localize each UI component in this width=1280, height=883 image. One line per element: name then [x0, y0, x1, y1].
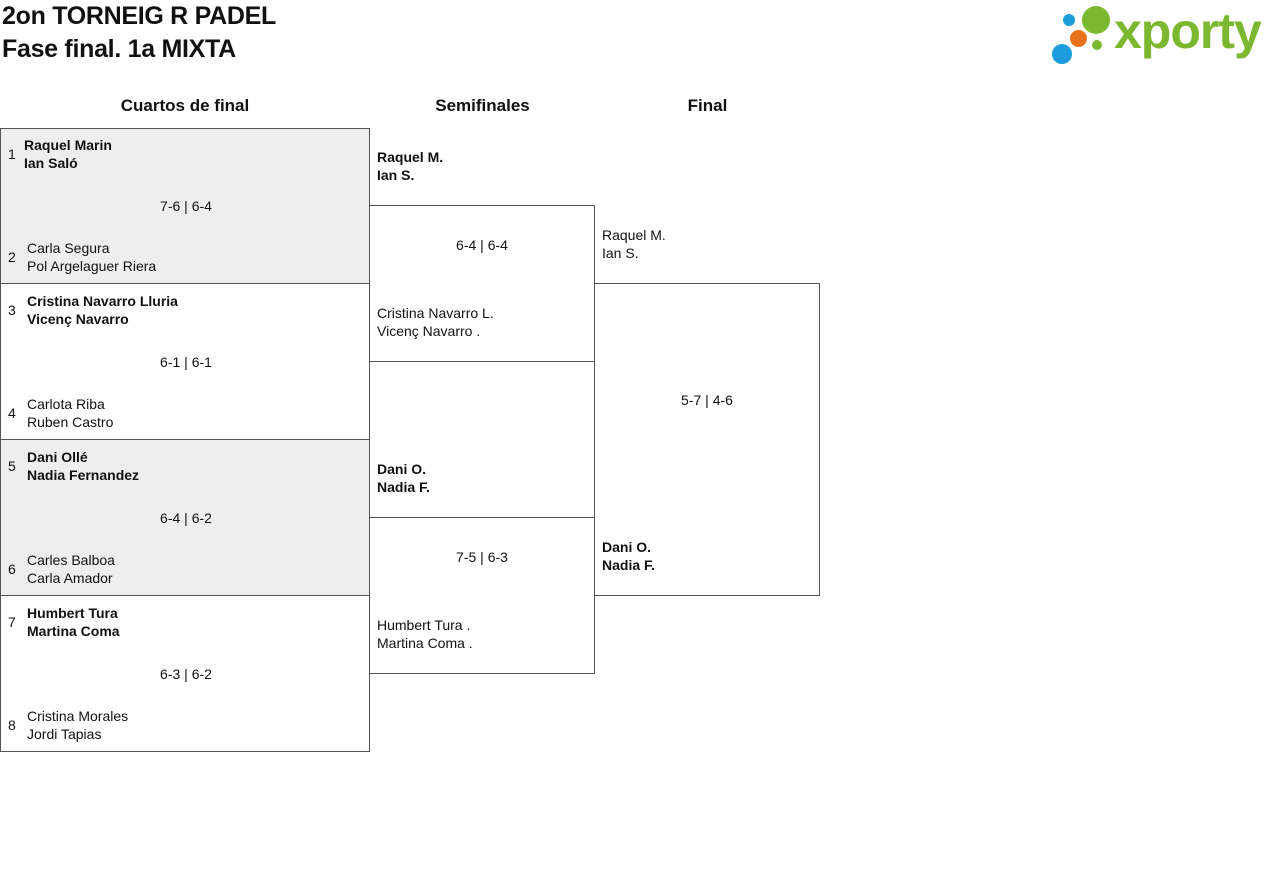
phase-title: Fase final. 1a MIXTA: [2, 35, 236, 63]
final-team-a: Raquel M. Ian S.: [602, 226, 666, 262]
player-name: Carlota Riba: [27, 396, 105, 412]
player-name: Vicenç Navarro: [27, 311, 129, 327]
semifinal-match-2: 7-5 | 6-3 Humbert Tura . Martina Coma .: [369, 517, 595, 674]
team-winner: Dani Ollé Nadia Fernandez: [27, 448, 139, 484]
team-winner: Raquel Marin Ian Saló: [24, 136, 112, 172]
quarterfinal-match-4: 7 Humbert Tura Martina Coma 6-3 | 6-2 8 …: [0, 595, 370, 752]
seed-number: 2: [8, 249, 16, 265]
player-name: Ian S.: [602, 245, 639, 261]
player-name: Cristina Navarro Lluria: [27, 293, 178, 309]
tournament-title: 2on TORNEIG R PADEL: [2, 2, 276, 30]
player-name: Martina Coma: [27, 623, 120, 639]
column-header-quarterfinals: Cuartos de final: [120, 96, 250, 115]
logo-dot-blue: [1052, 44, 1072, 64]
team-loser: Carlota Riba Ruben Castro: [27, 395, 113, 431]
semifinal-1-team-b: Cristina Navarro L. Vicenç Navarro .: [377, 304, 494, 340]
team-loser: Carla Segura Pol Argelaguer Riera: [27, 239, 156, 275]
seed-number: 5: [8, 458, 16, 474]
player-name: Raquel M.: [377, 149, 444, 165]
player-name: Carla Amador: [27, 570, 113, 586]
team-winner: Humbert Tura Martina Coma: [27, 604, 120, 640]
logo-dot-blue-small: [1063, 14, 1075, 26]
final-team-b: Dani O. Nadia F.: [602, 538, 655, 574]
match-score: 7-5 | 6-3: [456, 549, 508, 565]
player-name: Carla Segura: [27, 240, 110, 256]
player-name: Raquel M.: [602, 227, 666, 243]
semifinal-1-team-a: Raquel M. Ian S.: [377, 148, 443, 184]
match-score: 6-4 | 6-2: [160, 510, 212, 526]
seed-number: 3: [8, 302, 16, 318]
player-name: Carles Balboa: [27, 552, 115, 568]
logo-dot-green-small: [1092, 40, 1102, 50]
seed-number: 1: [8, 146, 16, 162]
player-name: Dani Ollé: [27, 449, 88, 465]
seed-number: 8: [8, 717, 16, 733]
column-header-final: Final: [687, 96, 728, 115]
quarterfinal-match-1: 1 Raquel Marin Ian Saló 7-6 | 6-4 2 Carl…: [0, 128, 370, 284]
player-name: Dani O.: [602, 539, 652, 555]
quarterfinal-match-2: 3 Cristina Navarro Lluria Vicenç Navarro…: [0, 283, 370, 440]
match-score: 6-3 | 6-2: [160, 666, 212, 682]
team-winner: Cristina Navarro Lluria Vicenç Navarro: [27, 292, 178, 328]
quarterfinal-match-3: 5 Dani Ollé Nadia Fernandez 6-4 | 6-2 6 …: [0, 439, 370, 596]
semifinal-2-team-a: Dani O. Nadia F.: [377, 460, 430, 496]
player-name: Ian Saló: [24, 155, 78, 171]
match-score: 7-6 | 6-4: [160, 198, 212, 214]
player-name: Nadia F.: [377, 479, 430, 495]
semifinal-match-1: 6-4 | 6-4 Cristina Navarro L. Vicenç Nav…: [369, 205, 595, 362]
team-loser: Cristina Morales Jordi Tapias: [27, 707, 128, 743]
seed-number: 7: [8, 614, 16, 630]
semifinal-2-team-b: Humbert Tura . Martina Coma .: [377, 616, 473, 652]
player-name: Nadia Fernandez: [27, 467, 140, 483]
player-name: Ruben Castro: [27, 414, 114, 430]
logo-dot-orange: [1070, 30, 1087, 47]
player-name: Ian S.: [377, 167, 415, 183]
match-score: 6-1 | 6-1: [160, 354, 212, 370]
seed-number: 6: [8, 561, 16, 577]
player-name: Vicenç Navarro .: [377, 323, 481, 339]
xporty-logo[interactable]: xporty: [1050, 3, 1276, 68]
logo-dot-green: [1082, 6, 1110, 34]
player-name: Humbert Tura: [27, 605, 118, 621]
seed-number: 4: [8, 405, 16, 421]
player-name: Cristina Morales: [27, 708, 129, 724]
player-name: Raquel Marin: [24, 137, 112, 153]
player-name: Martina Coma .: [377, 635, 473, 651]
match-score: 5-7 | 4-6: [681, 392, 733, 408]
player-name: Cristina Navarro L.: [377, 305, 494, 321]
player-name: Jordi Tapias: [27, 726, 102, 742]
column-header-semifinals: Semifinales: [435, 96, 530, 115]
player-name: Nadia F.: [602, 557, 655, 573]
player-name: Humbert Tura .: [377, 617, 471, 633]
player-name: Dani O.: [377, 461, 427, 477]
logo-text: xporty: [1114, 3, 1262, 59]
match-score: 6-4 | 6-4: [456, 237, 508, 253]
final-match: 5-7 | 4-6 Dani O. Nadia F.: [594, 283, 820, 596]
player-name: Pol Argelaguer Riera: [27, 258, 157, 274]
team-loser: Carles Balboa Carla Amador: [27, 551, 115, 587]
